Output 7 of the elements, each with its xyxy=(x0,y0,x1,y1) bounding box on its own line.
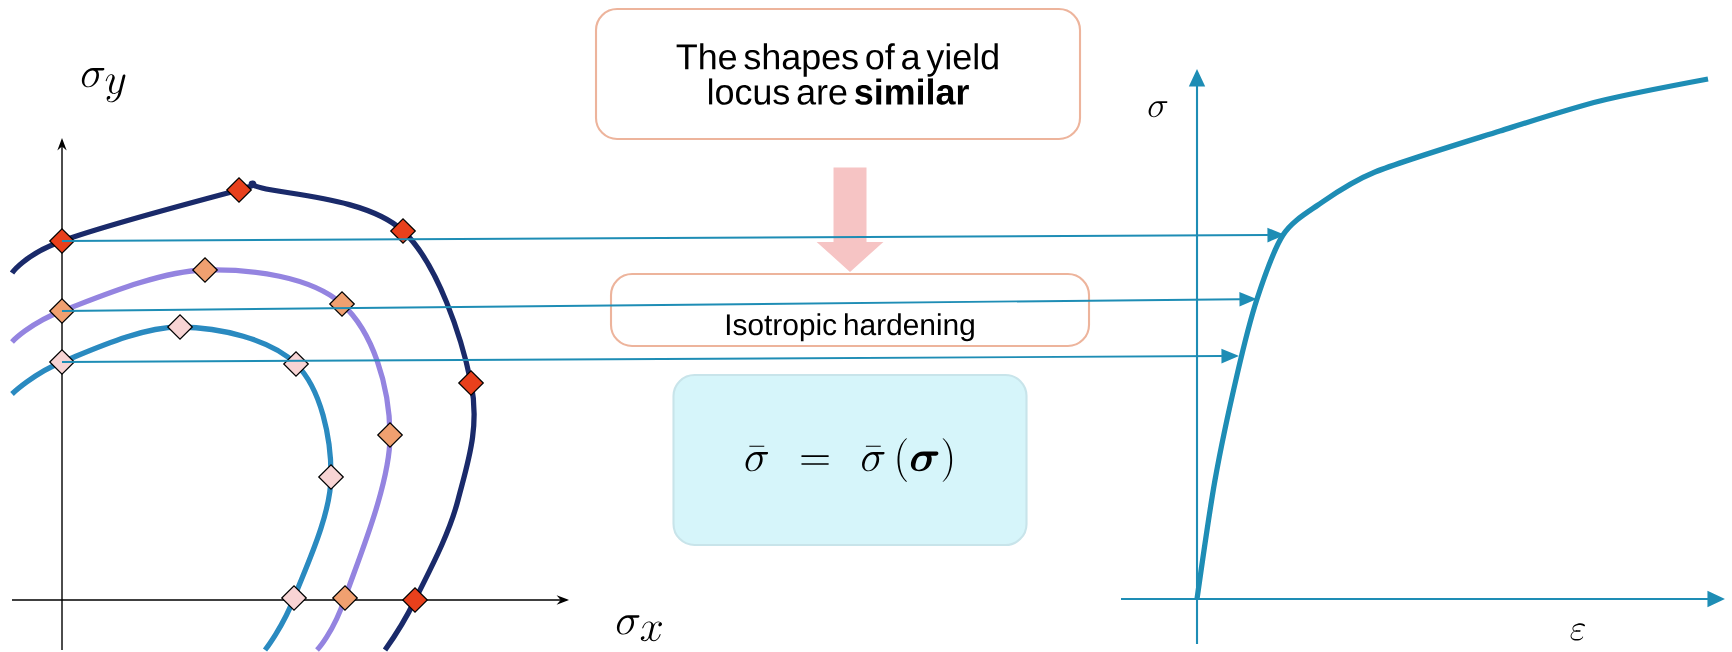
axis-label: $\sigma$ xyxy=(1148,101,1168,118)
axis-label: $\varepsilon$ xyxy=(1570,623,1586,641)
axis-label: $\sigma_{y}$ xyxy=(81,68,126,103)
axis-label: $\sigma_{x}$ xyxy=(616,615,663,642)
formula-box: $\bar{\sigma} = \bar{\sigma}\left(\boldsymbol{\sigma}\right)$ xyxy=(672,373,1028,547)
text-box: The shapes of a yield locus are similar xyxy=(594,7,1082,141)
text-box: Isotropic hardening xyxy=(609,272,1091,348)
